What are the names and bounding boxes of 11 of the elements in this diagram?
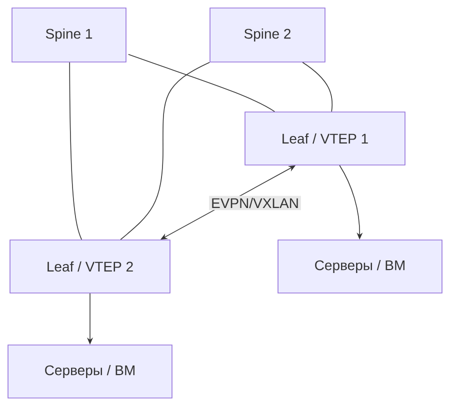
process-box: Spine 2 <box>210 8 326 62</box>
process-box: Серверы / ВМ <box>278 240 442 294</box>
edge-label: EVPN/VXLAN <box>212 198 298 208</box>
connector-line <box>120 62 210 240</box>
connector-line <box>302 62 333 112</box>
process-box: Leaf / VTEP 1 <box>244 112 406 166</box>
process-box: Leaf / VTEP 2 <box>10 240 170 294</box>
process-box: Серверы / ВМ <box>8 344 172 398</box>
process-box: Spine 1 <box>12 8 126 62</box>
connector-line <box>69 62 82 240</box>
connector-line <box>128 54 275 112</box>
